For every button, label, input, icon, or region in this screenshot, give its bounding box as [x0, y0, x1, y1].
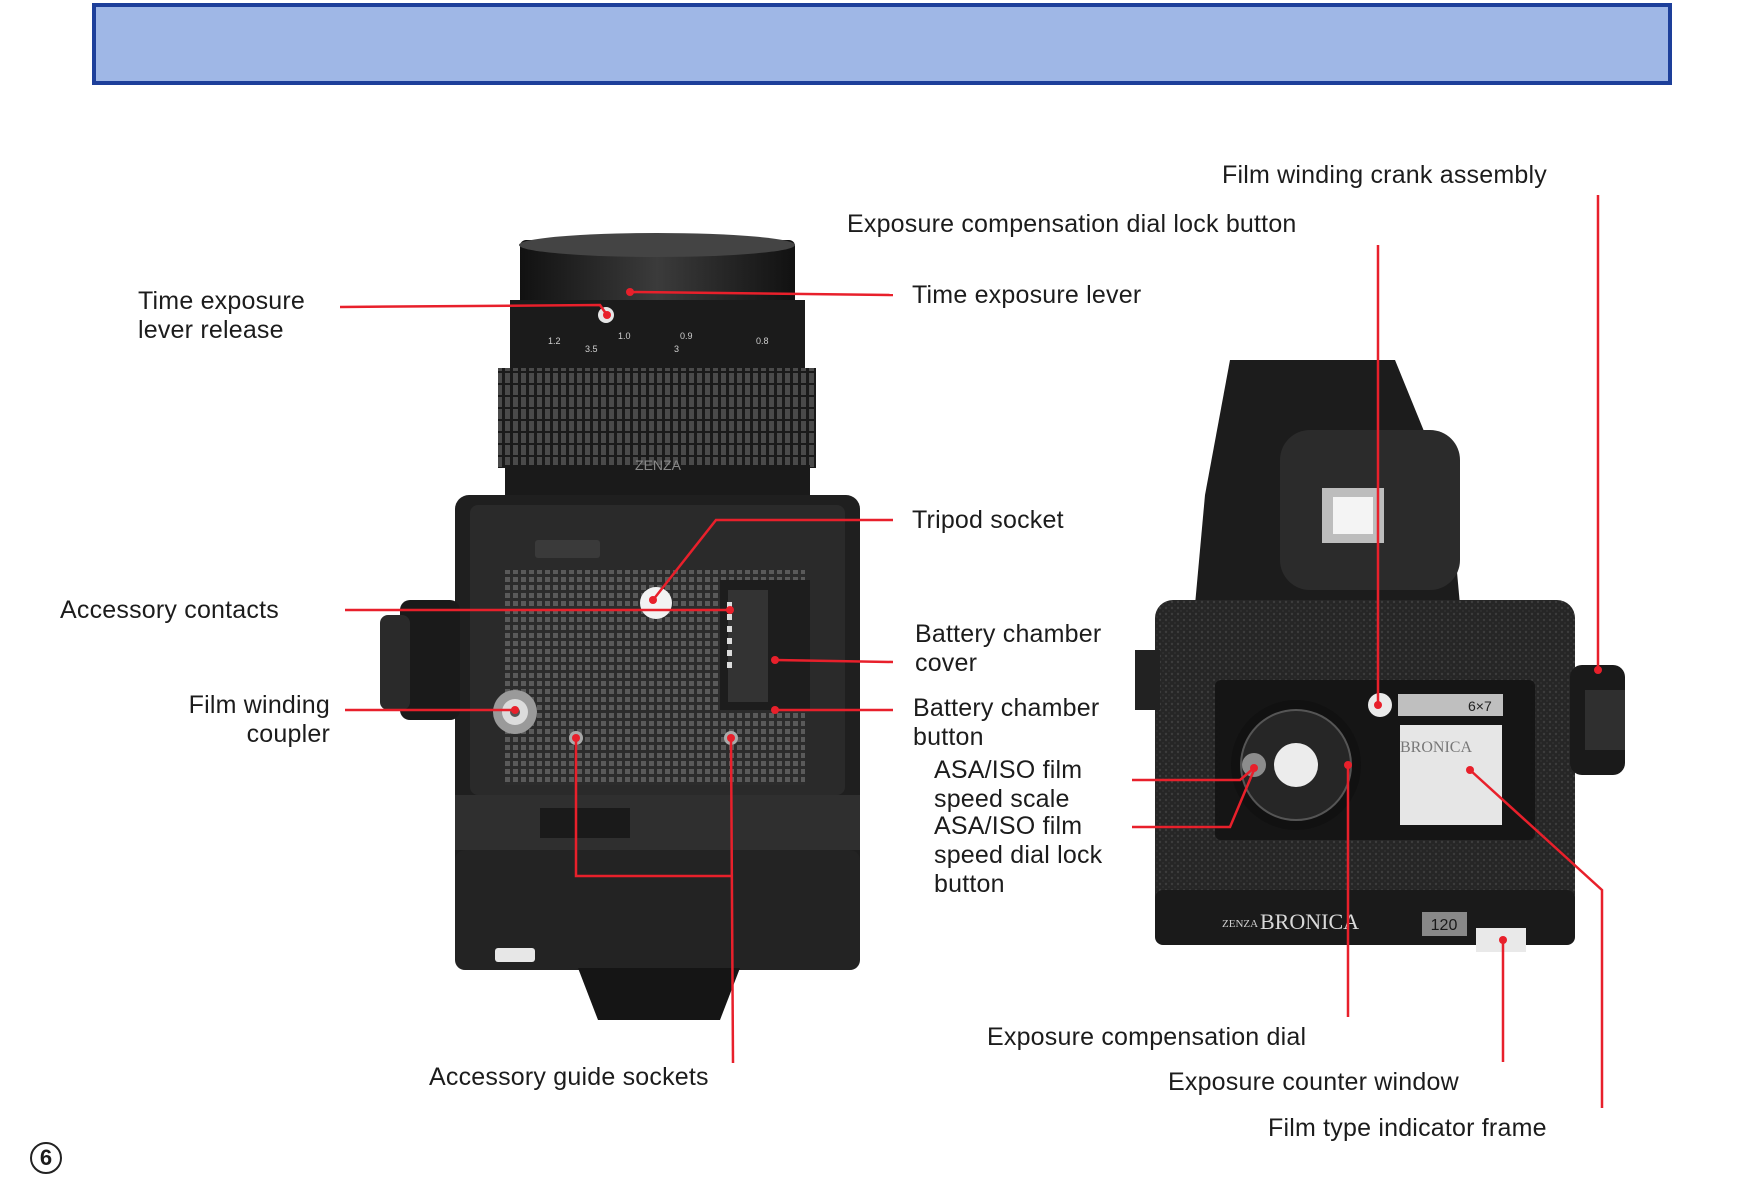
leader-accessory-guide-socket-right [729, 737, 735, 1064]
label-line: button [934, 870, 1005, 898]
label-line: ASA/ISO film [934, 812, 1083, 840]
label-line: Time exposure [138, 287, 306, 315]
label-film-type-indicator-frame: Film type indicator frame [1268, 1114, 1547, 1142]
left-camera-photo: ZENZA 1.2 1.0 0.9 0.8 3.5 3 [380, 233, 860, 1020]
label-exposure-compensation-dial: Exposure compensation dial [987, 1023, 1307, 1051]
label-line: Battery chamber [915, 620, 1102, 648]
label-exposure-compensation-dial-lock-button: Exposure compensation dial lock button [847, 210, 1297, 238]
body-brand-prefix: ZENZA [1222, 918, 1258, 930]
film-type-label: 120 [1431, 917, 1458, 934]
lens-scale-3-5: 3.5 [585, 344, 598, 354]
label-line: button [913, 723, 984, 751]
lens-scale-3: 3 [674, 344, 679, 354]
label-asa-iso-film-speed-dial-lock-button: ASA/ISO film speed dial lock button [934, 812, 1102, 899]
leader-tripod-socket [652, 518, 893, 601]
lens-scale-0-8: 0.8 [756, 336, 769, 346]
leader-battery-chamber-cover [774, 658, 894, 664]
lens-scale-1-2: 1.2 [548, 336, 561, 346]
leader-time-exposure-lever [629, 290, 894, 297]
label-tripod-socket: Tripod socket [912, 506, 1064, 534]
leader-asa-iso-film-speed-dial-lock-button [1132, 769, 1256, 829]
label-line: Battery chamber [913, 694, 1100, 722]
label-time-exposure-lever: Time exposure lever [912, 281, 1142, 309]
label-asa-iso-film-speed-scale: ASA/ISO film speed scale [934, 756, 1082, 814]
label-line: lever release [138, 316, 284, 344]
leader-lines [339, 195, 1604, 1108]
lens-scale-0-9: 0.9 [680, 331, 693, 341]
lens-scale-1-0: 1.0 [618, 331, 631, 341]
label-battery-chamber-button: Battery chamber button [913, 694, 1099, 752]
label-film-winding-coupler: Film winding coupler [130, 691, 330, 749]
label-line: speed scale [934, 785, 1070, 813]
label-time-exposure-lever-release: Time exposure lever release [138, 287, 305, 345]
leader-dots [511, 288, 1602, 944]
label-battery-chamber-cover: Battery chamber cover [915, 620, 1101, 678]
label-line: coupler [246, 720, 330, 748]
leader-accessory-guide-socket-left [574, 738, 733, 878]
svg-text:ZENZA: ZENZA [635, 457, 682, 473]
label-film-winding-crank-assembly: Film winding crank assembly [1222, 161, 1547, 189]
header-color-bar [92, 3, 1672, 85]
label-line: speed dial lock [934, 841, 1103, 869]
label-exposure-counter-window: Exposure counter window [1168, 1068, 1459, 1096]
frame-brand-name: BRONICA [1400, 739, 1472, 756]
body-brand-name: BRONICA [1260, 909, 1359, 934]
label-line: Film winding [188, 691, 330, 719]
page-number: 6 [30, 1142, 62, 1174]
leader-time-exposure-lever-release [339, 303, 609, 316]
label-accessory-guide-sockets: Accessory guide sockets [429, 1063, 709, 1091]
label-accessory-contacts: Accessory contacts [60, 596, 279, 624]
label-line: cover [915, 649, 978, 677]
leader-asa-iso-film-speed-scale [1132, 767, 1255, 782]
format-badge: 6×7 [1468, 698, 1492, 714]
leader-film-type-indicator-frame [1469, 769, 1604, 1108]
right-camera-photo: ZENZA BRONICA 120 6×7 BRONICA [1135, 360, 1625, 952]
label-line: ASA/ISO film [934, 756, 1083, 784]
